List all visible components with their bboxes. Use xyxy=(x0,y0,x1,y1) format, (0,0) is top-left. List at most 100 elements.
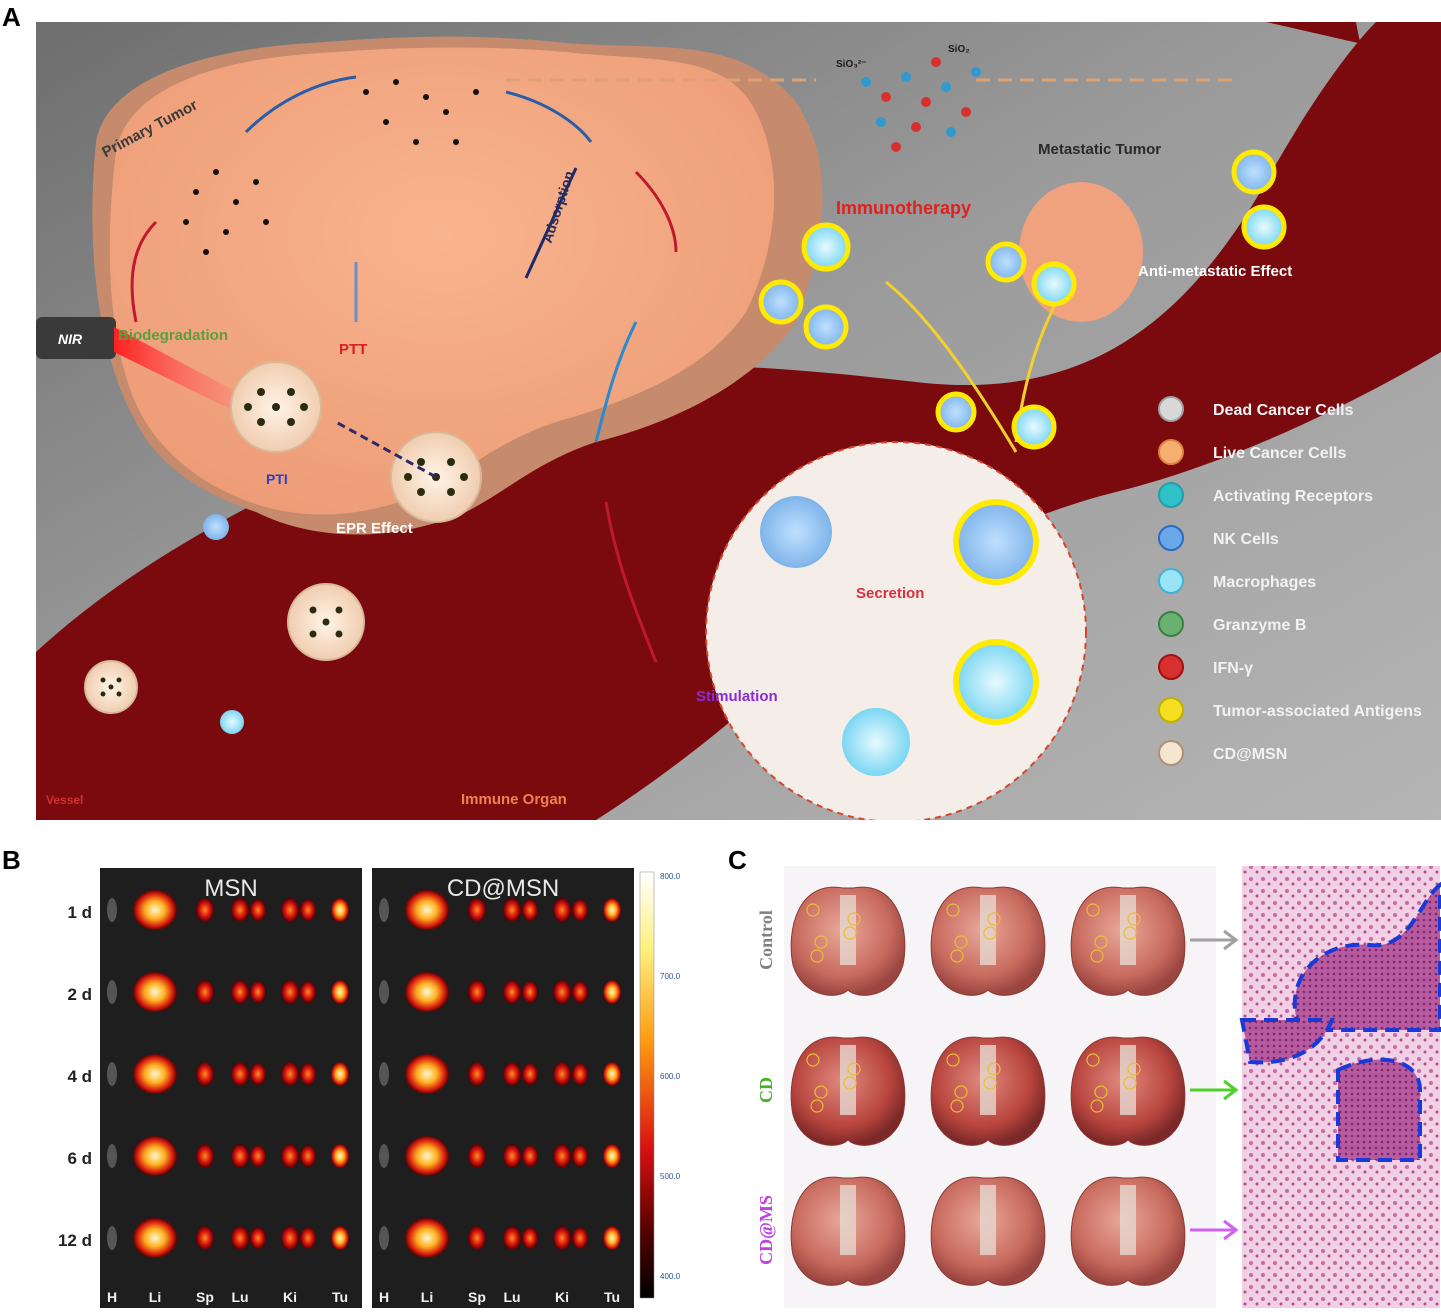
legend-label: Activating Receptors xyxy=(1213,488,1373,505)
organ-signal xyxy=(231,898,249,922)
metastatic-nodule xyxy=(810,949,824,963)
timepoint-label: 4 d xyxy=(67,1067,92,1086)
organ-signal xyxy=(468,1062,486,1086)
arrow-adsorption xyxy=(524,167,578,279)
organ-label: Tu xyxy=(332,1289,348,1305)
macrophage-icon xyxy=(1158,568,1184,594)
arrow-top-right xyxy=(505,90,593,143)
metastatic-nodule xyxy=(847,912,861,926)
legend-label: Tumor-associated Antigens xyxy=(1213,703,1422,720)
label-sio2: SiO₂ xyxy=(948,44,970,55)
metastatic-nodule xyxy=(1090,1099,1104,1113)
colorbar-tick: 600.0 xyxy=(660,1072,681,1081)
organ-signal xyxy=(603,898,621,922)
organ-signal xyxy=(572,1063,588,1085)
organ-signal xyxy=(300,981,316,1003)
organ-signal xyxy=(231,1226,249,1250)
label-immunotherapy: Immunotherapy xyxy=(836,198,971,218)
organ-signal xyxy=(331,1062,349,1086)
organ-signal xyxy=(603,1226,621,1250)
trachea xyxy=(1120,1185,1136,1255)
label-epr-effect: EPR Effect xyxy=(336,520,413,537)
label-nir: NIR xyxy=(58,331,83,347)
organ-signal xyxy=(196,1226,214,1250)
label-immune-organ: Immune Organ xyxy=(461,791,567,808)
metastatic-nodule xyxy=(950,949,964,963)
metastatic-nodule xyxy=(847,1062,861,1076)
organ-signal xyxy=(503,1062,521,1086)
label-ptt: PTT xyxy=(339,341,367,358)
organ-signal xyxy=(603,1144,621,1168)
metastatic-nodule xyxy=(814,935,828,949)
metastatic-nodule xyxy=(987,1062,1001,1076)
treatment-label: CD@MS xyxy=(756,1195,776,1265)
treatment-label: Control xyxy=(756,910,776,970)
immune-cells xyxy=(203,149,1287,776)
organ-signal xyxy=(379,898,389,922)
label-pti: PTI xyxy=(266,471,288,487)
organ-signal xyxy=(231,1062,249,1086)
metastatic-nodule xyxy=(843,926,857,940)
legend-label: NK Cells xyxy=(1213,531,1279,548)
label-sio3: SiO₃²⁻ xyxy=(836,59,866,70)
organ-signal xyxy=(231,980,249,1004)
organ-signal xyxy=(522,1227,538,1249)
organ-signal xyxy=(603,1062,621,1086)
organ-label: Lu xyxy=(503,1289,520,1305)
timepoint-label: 6 d xyxy=(67,1149,92,1168)
live-cancer-cell-icon xyxy=(1158,439,1184,465)
organ-signal xyxy=(250,1063,266,1085)
label-metastatic-tumor: Metastatic Tumor xyxy=(1038,141,1161,158)
organ-signal xyxy=(522,1145,538,1167)
organ-signal xyxy=(250,981,266,1003)
panel-a-letter: A xyxy=(2,2,21,32)
organ-signal xyxy=(379,1226,389,1250)
arrow-biodegradation xyxy=(130,220,158,323)
metastatic-nodule xyxy=(954,935,968,949)
organ-signal xyxy=(553,898,571,922)
group-label-cd-msn: CD@MSN xyxy=(447,875,559,902)
organ-signal xyxy=(196,1062,214,1086)
silica-degradation-products xyxy=(861,57,981,152)
organ-signal xyxy=(250,1227,266,1249)
organ-signal xyxy=(553,1062,571,1086)
organ-signal xyxy=(331,898,349,922)
organ-signal xyxy=(107,1226,117,1250)
organ-signal xyxy=(405,1054,449,1094)
metastatic-nodule xyxy=(983,926,997,940)
trachea xyxy=(840,1045,856,1115)
group-label-msn: MSN xyxy=(204,875,257,902)
organ-signal xyxy=(503,898,521,922)
metastatic-nodule xyxy=(806,1053,820,1067)
organ-signal xyxy=(281,1062,299,1086)
organ-signal xyxy=(133,1136,177,1176)
organ-signal xyxy=(300,1145,316,1167)
organ-signal xyxy=(250,1145,266,1167)
label-secretion: Secretion xyxy=(856,585,924,602)
arrow-immunotherapy xyxy=(885,280,1018,453)
arrow-to-immune xyxy=(604,501,658,663)
trachea xyxy=(980,1185,996,1255)
arrow-top-left xyxy=(244,75,357,134)
organ-label: Sp xyxy=(196,1289,214,1305)
organ-signal xyxy=(107,898,117,922)
organ-signal xyxy=(468,980,486,1004)
organ-signal xyxy=(522,981,538,1003)
organ-signal xyxy=(281,898,299,922)
organ-signal xyxy=(405,1136,449,1176)
nir-laser-device xyxy=(36,317,116,359)
colorbar-tick: 700.0 xyxy=(660,972,681,981)
tumor-antigen-icon xyxy=(1158,697,1184,723)
organ-signal xyxy=(133,890,177,930)
organ-signal xyxy=(196,898,214,922)
metastatic-nodule xyxy=(843,1076,857,1090)
arrow-down xyxy=(594,321,638,443)
legend-label: Granzyme B xyxy=(1213,617,1306,634)
nk-cell-icon xyxy=(1158,525,1184,551)
organ-label: Li xyxy=(421,1289,433,1305)
metastatic-nodule xyxy=(1094,1085,1108,1099)
organ-signal xyxy=(250,899,266,921)
metastatic-tumor xyxy=(1019,182,1143,322)
metastatic-nodule xyxy=(810,1099,824,1113)
